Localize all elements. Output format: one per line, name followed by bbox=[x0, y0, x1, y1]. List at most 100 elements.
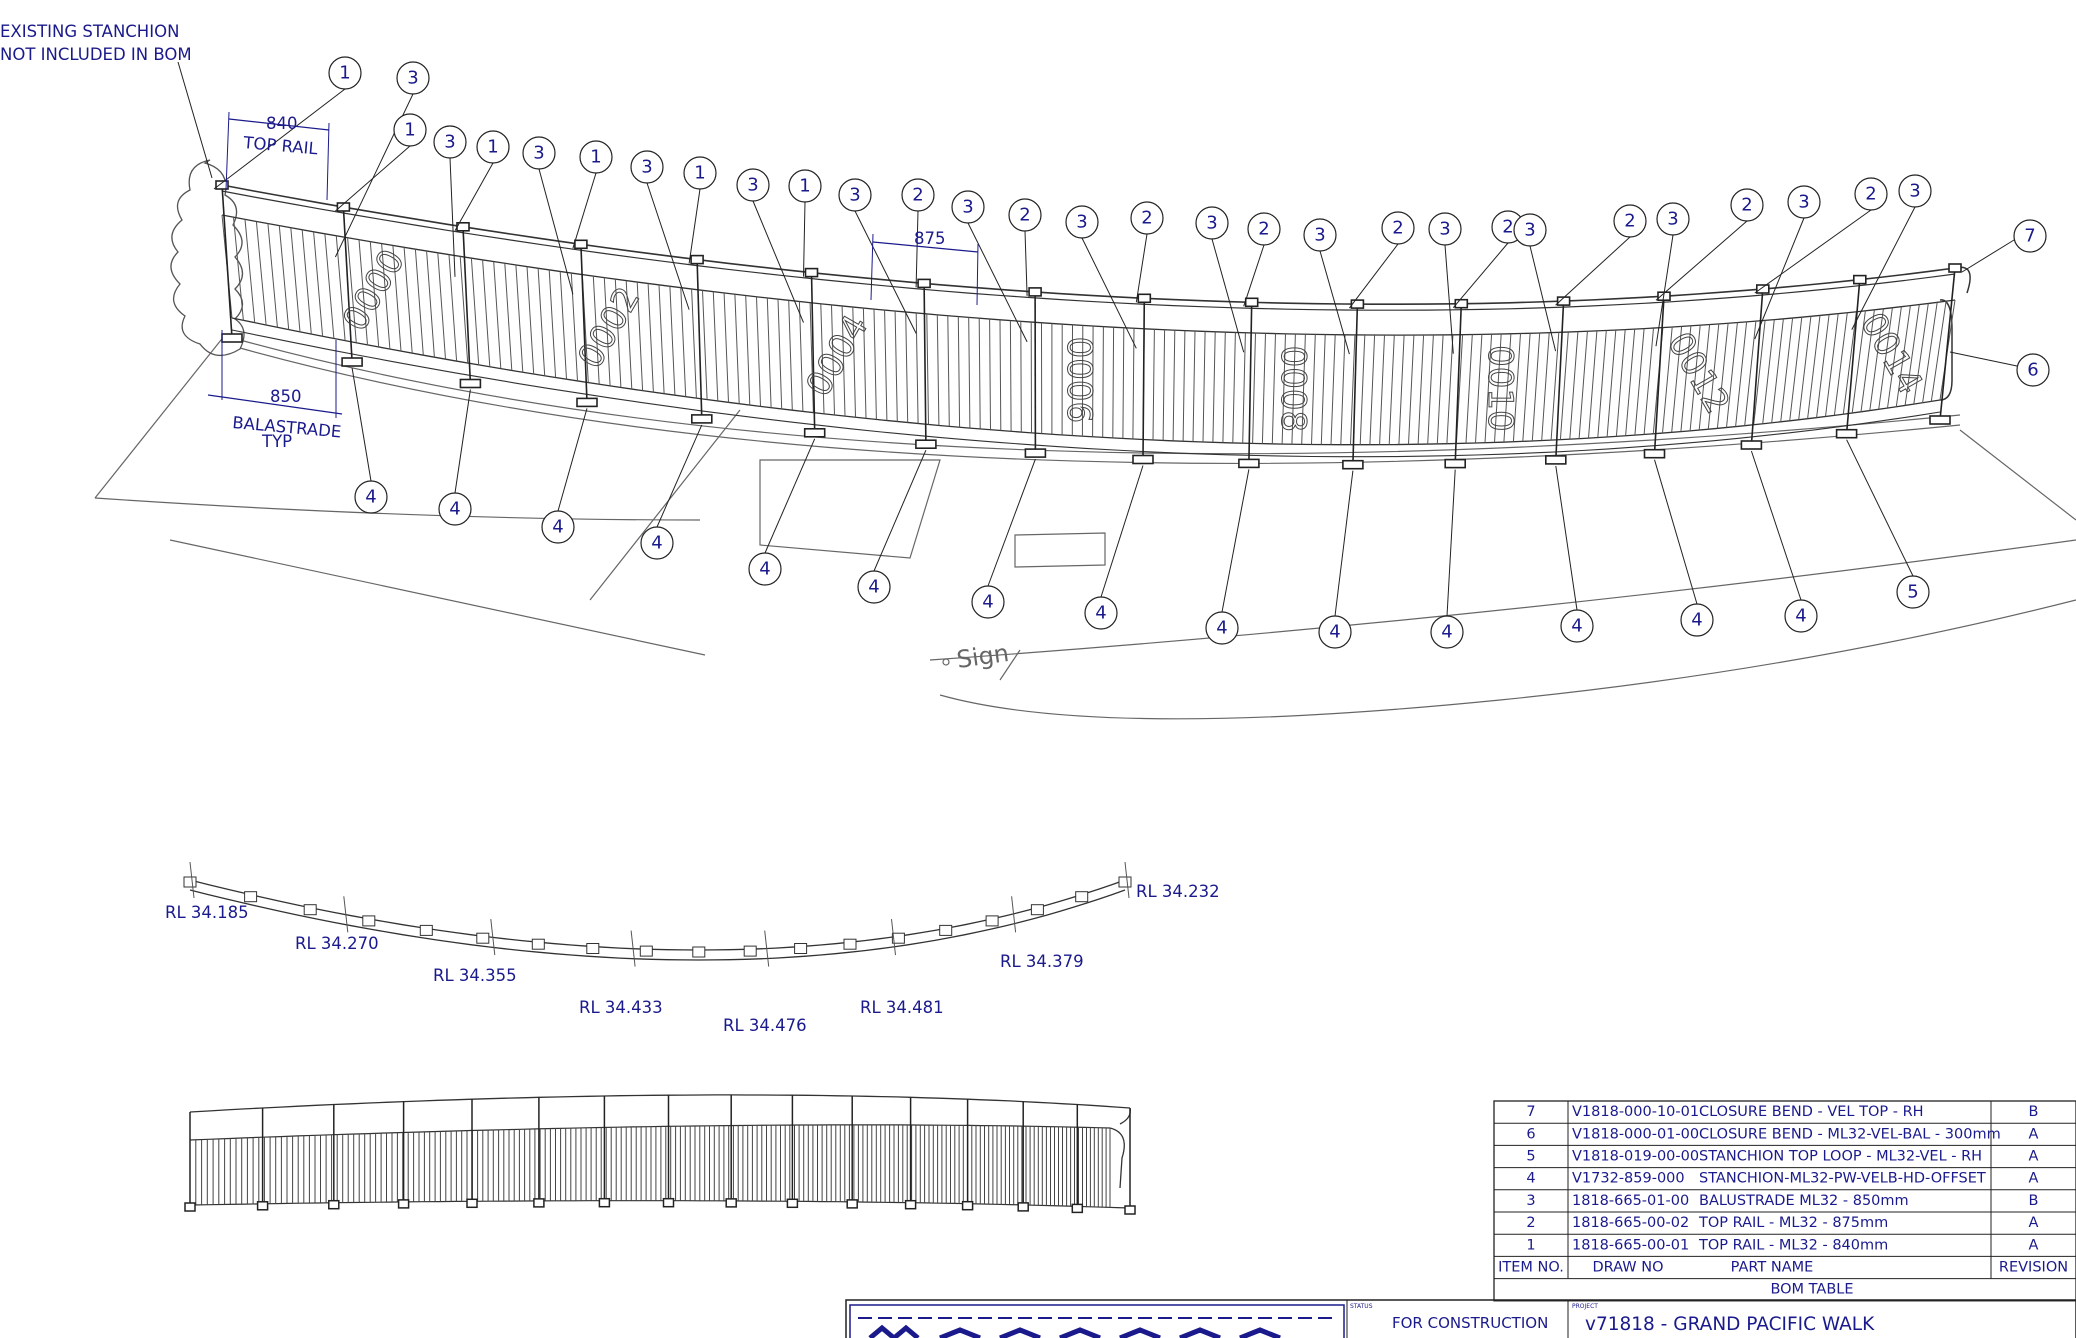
leader-lines bbox=[213, 88, 2018, 617]
plan-level-tick bbox=[490, 919, 496, 956]
bom-item-no: 4 bbox=[1526, 1171, 1535, 1187]
item-bubble-3: 3 bbox=[838, 178, 872, 212]
item-bubble-3: 3 bbox=[522, 136, 556, 170]
bom-draw-no: V1732-859-000 bbox=[1572, 1171, 1685, 1187]
svg-text:3: 3 bbox=[444, 132, 455, 153]
leader bbox=[1949, 351, 2018, 367]
leader bbox=[1754, 209, 1872, 294]
plan-stanchion bbox=[419, 924, 433, 936]
item-bubble-3: 3 bbox=[1898, 174, 1932, 208]
item-bubble-2: 2 bbox=[1008, 198, 1042, 232]
plan-stanchion bbox=[939, 924, 953, 936]
item-bubble-1: 1 bbox=[788, 169, 822, 203]
item-bubble-2: 2 bbox=[1381, 211, 1415, 245]
leader bbox=[764, 438, 816, 554]
item-bubble-3: 3 bbox=[1065, 205, 1099, 239]
svg-text:3: 3 bbox=[1206, 213, 1217, 234]
leader bbox=[1654, 459, 1698, 605]
leader bbox=[449, 157, 456, 277]
plan-stanchion bbox=[985, 915, 999, 927]
svg-text:2: 2 bbox=[1392, 218, 1403, 239]
elev-stanchions bbox=[184, 1094, 1136, 1215]
item-bubble-3: 3 bbox=[1428, 212, 1462, 246]
leader bbox=[1446, 469, 1456, 617]
leader bbox=[1529, 245, 1557, 352]
leader bbox=[1024, 230, 1028, 296]
balustrade-mark: 0010 bbox=[1480, 345, 1520, 432]
elev-top-rail bbox=[189, 1094, 1131, 1113]
bom-revision: A bbox=[2029, 1171, 2039, 1187]
item-bubble-3: 3 bbox=[396, 61, 430, 95]
leader bbox=[646, 182, 690, 310]
bom-header-part: PART NAME bbox=[1731, 1260, 1814, 1276]
plan-view bbox=[183, 861, 1132, 967]
svg-text:3: 3 bbox=[407, 68, 418, 89]
plan-stanchion bbox=[1075, 891, 1089, 903]
svg-text:1: 1 bbox=[339, 63, 350, 84]
svg-text:4: 4 bbox=[651, 533, 662, 554]
svg-text:4: 4 bbox=[1571, 616, 1582, 637]
item-bubble-3: 3 bbox=[1195, 206, 1229, 240]
svg-text:3: 3 bbox=[1314, 225, 1325, 246]
leader bbox=[688, 188, 701, 264]
item-bubble-4: 4 bbox=[1084, 596, 1118, 630]
plan-rail-inner bbox=[189, 889, 1126, 961]
item-bubble-4: 4 bbox=[857, 570, 891, 604]
balustrade-dim-typ: TYP bbox=[261, 432, 292, 451]
plan-stanchion bbox=[743, 945, 757, 957]
existing-stanchion-leader bbox=[177, 61, 213, 179]
bom-draw-no: V1818-000-01-00 bbox=[1572, 1126, 1699, 1142]
item-bubble-4: 4 bbox=[354, 480, 388, 514]
svg-text:6: 6 bbox=[2027, 360, 2038, 381]
svg-text:2: 2 bbox=[1624, 211, 1635, 232]
leader bbox=[1754, 217, 1805, 340]
plan-level-tick bbox=[1124, 861, 1130, 899]
leader bbox=[1100, 465, 1144, 598]
bom-revision: A bbox=[2029, 1237, 2039, 1253]
item-bubble-4: 4 bbox=[640, 526, 674, 560]
bom-revision: B bbox=[2029, 1104, 2039, 1120]
elev-closure bbox=[1109, 1107, 1131, 1189]
leader bbox=[1655, 220, 1748, 301]
balustrade-mark: 0006 bbox=[1059, 337, 1099, 424]
leader bbox=[213, 88, 346, 190]
svg-text:3: 3 bbox=[1439, 219, 1450, 240]
leader bbox=[854, 210, 917, 334]
item-bubble-1: 1 bbox=[683, 156, 717, 190]
item-bubble-1: 1 bbox=[476, 130, 510, 164]
rl-label: RL 34.185 bbox=[165, 903, 249, 922]
svg-text:4: 4 bbox=[1216, 618, 1227, 639]
bom-item-no: 2 bbox=[1526, 1215, 1535, 1231]
bom-header-revision: REVISION bbox=[1999, 1260, 2068, 1276]
leader bbox=[1851, 206, 1916, 330]
bom-draw-no: V1818-000-10-01 bbox=[1572, 1104, 1699, 1120]
existing-stanchion-note-line2: NOT INCLUDED IN BOM bbox=[0, 45, 192, 64]
svg-text:3: 3 bbox=[747, 175, 758, 196]
balustrade-mark: 0008 bbox=[1273, 346, 1313, 433]
leader bbox=[454, 162, 494, 232]
bom-part-name: STANCHION TOP LOOP - ML32-VEL - RH bbox=[1699, 1149, 1982, 1165]
rl-label: RL 34.379 bbox=[1000, 952, 1084, 971]
plan-stanchion bbox=[476, 932, 490, 944]
plan-stanchion bbox=[1030, 904, 1044, 916]
plan-stanchion bbox=[692, 946, 706, 958]
top-rail bbox=[221, 184, 1956, 305]
rl-label: RL 34.433 bbox=[579, 998, 663, 1017]
leader bbox=[1221, 469, 1250, 613]
plan-stanchion bbox=[586, 943, 600, 954]
item-bubble-2: 2 bbox=[901, 178, 935, 212]
item-bubble-3: 3 bbox=[951, 190, 985, 224]
leader bbox=[351, 367, 372, 482]
company-logo bbox=[849, 1304, 1345, 1338]
bom-item-no: 3 bbox=[1526, 1193, 1535, 1209]
plan-stanchion bbox=[531, 938, 545, 950]
balustrade-mark: 0002 bbox=[570, 280, 648, 375]
leader bbox=[1349, 243, 1399, 309]
svg-text:4: 4 bbox=[1795, 606, 1806, 627]
svg-text:1: 1 bbox=[694, 163, 705, 184]
bom-header-item: ITEM NO. bbox=[1498, 1260, 1564, 1276]
svg-text:4: 4 bbox=[1329, 622, 1340, 643]
plan-stanchion bbox=[891, 932, 905, 944]
